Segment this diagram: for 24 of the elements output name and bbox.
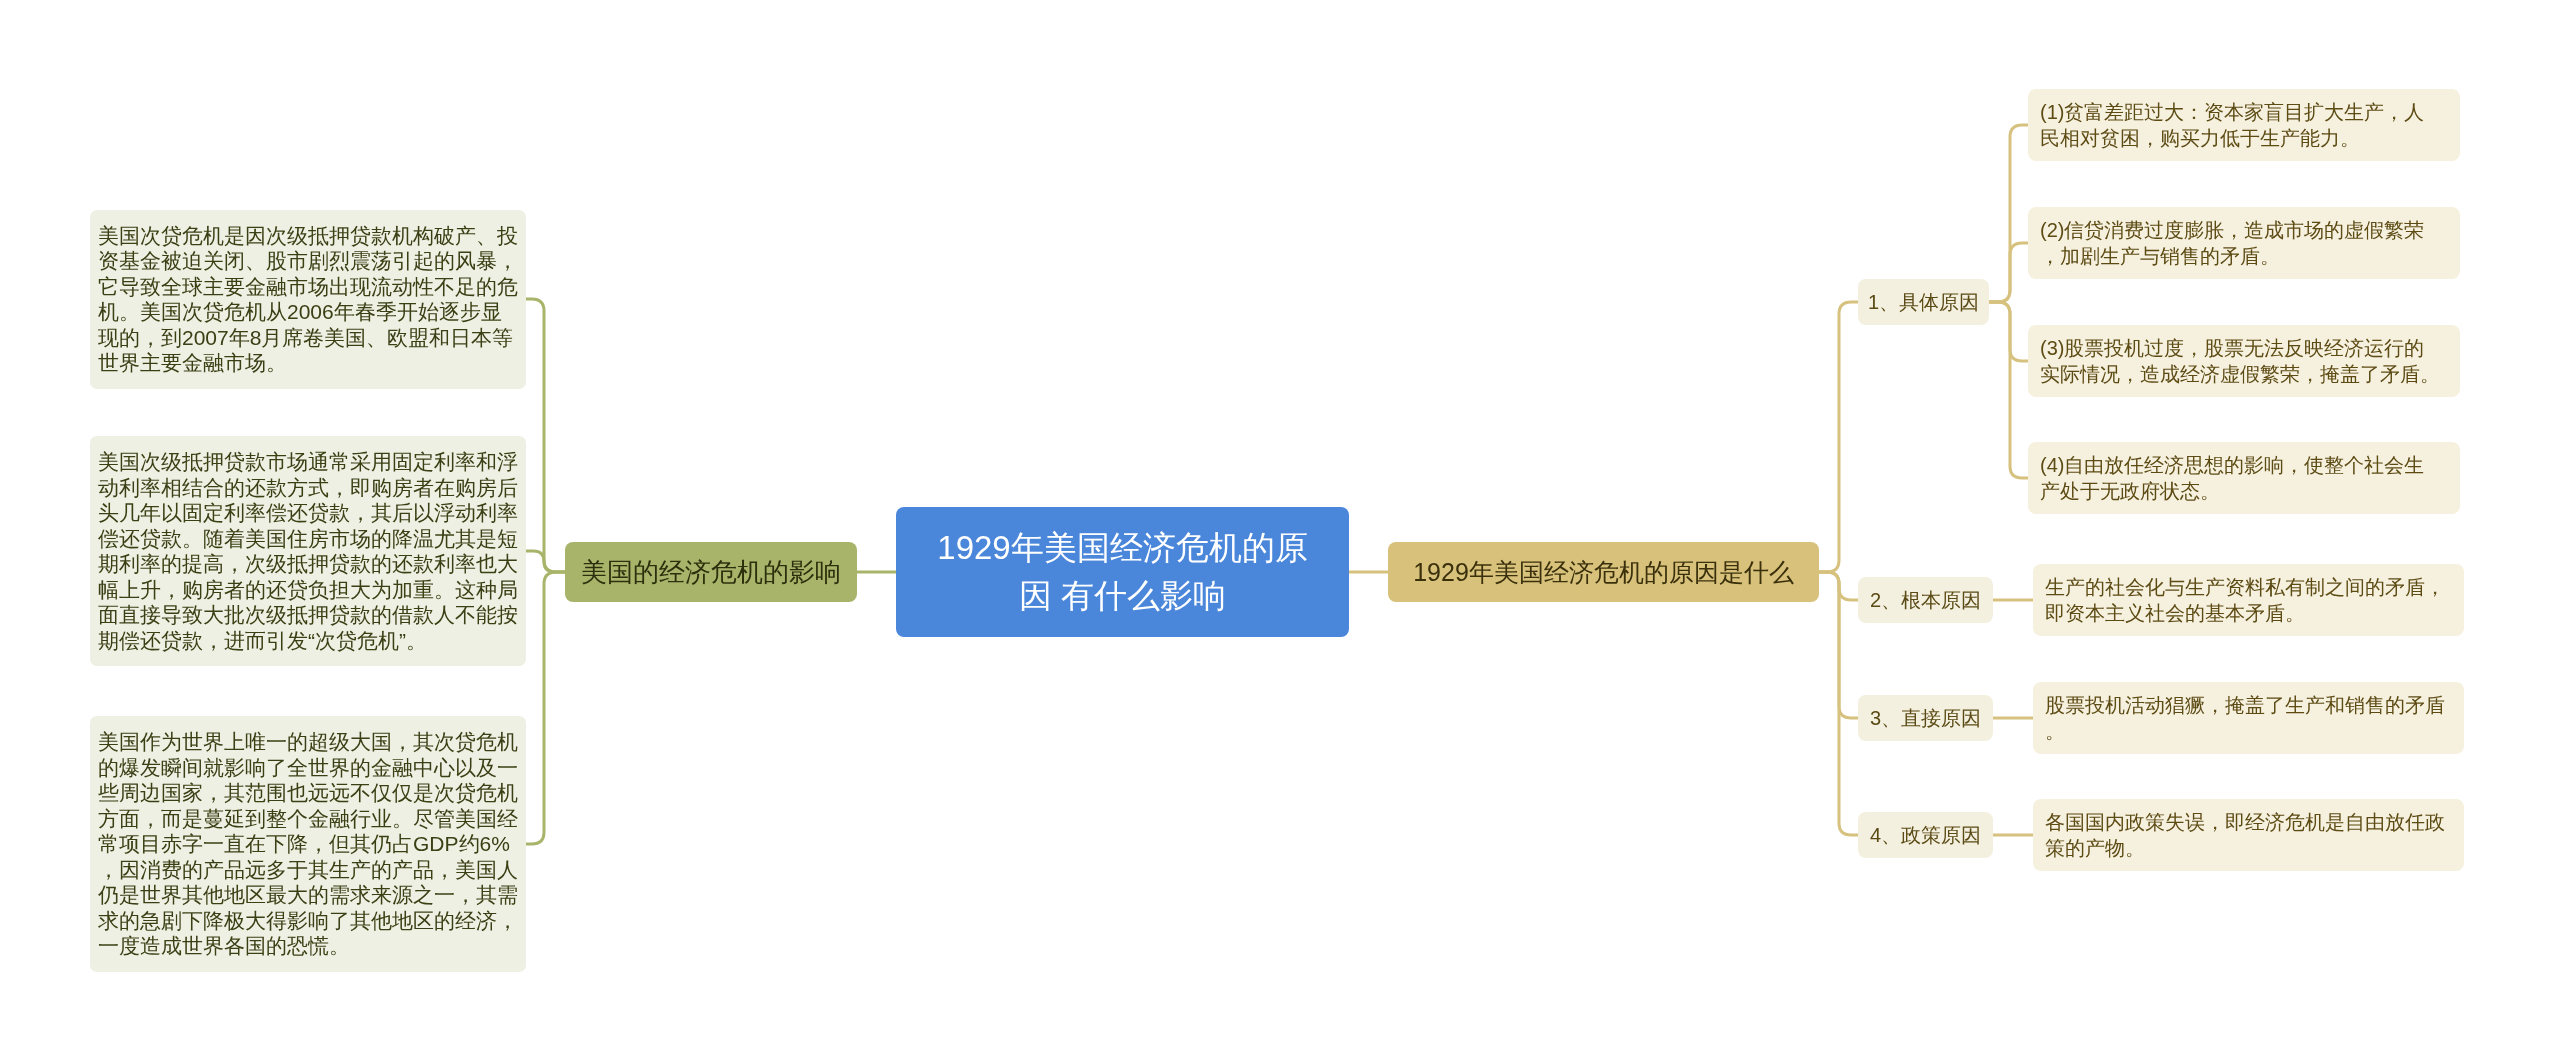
topic-box: 1929年美国经济危机的原因 有什么影响	[896, 507, 1349, 637]
branch-box: 1929年美国经济危机的原因是什么	[1388, 542, 1819, 602]
connector-line	[1989, 300, 2028, 480]
subtopic-box: 1、具体原因	[1858, 279, 1989, 325]
note-box: 美国作为世界上唯一的超级大国，其次贷危机的爆发瞬间就影响了全世界的金融中心以及一些周边国家，其范围也远远不仅仅是次贷危机方面，而是蔓延到整个金融行业。尽管美国经常项目赤字一直在下降，但其仍占GDP约6%，因消费的产品远多于其生产的产品，美国人仍是世界其他地区最大的需求来源之一，其需求的急剧下降极大得影响了其他地区的经济，一度造成世界各国的恐慌。	[90, 716, 526, 972]
subtopic-box: 3、直接原因	[1858, 695, 1993, 741]
note-box: (1)贫富差距过大：资本家盲目扩大生产，人民相对贫困，购买力低于生产能力。	[2028, 89, 2460, 161]
connector-line	[1993, 598, 2033, 602]
connector-line	[857, 570, 896, 574]
branch-box: 美国的经济危机的影响	[565, 542, 857, 602]
note-box: (4)自由放任经济思想的影响，使整个社会生产处于无政府状态。	[2028, 442, 2460, 514]
note-box: 股票投机活动猖獗，掩盖了生产和销售的矛盾。	[2033, 682, 2464, 754]
note-box: 各国国内政策失误，即经济危机是自由放任政策的产物。	[2033, 799, 2464, 871]
note-box: 美国次级抵押贷款市场通常采用固定利率和浮动利率相结合的还款方式，即购房者在购房后头几年以固定利率偿还贷款，其后以浮动利率偿还贷款。随着美国住房市场的降温尤其是短期利率的提高，次级抵押贷款的还款利率也大幅上升，购房者的还贷负担大为加重。这种局面直接导致大批次级抵押贷款的借款人不能按期偿还贷款，进而引发“次贷危机”。	[90, 436, 526, 666]
subtopic-box: 4、政策原因	[1858, 812, 1993, 858]
connector-line	[1993, 833, 2033, 837]
connector-line	[1819, 570, 1858, 837]
note-box: (2)信贷消费过度膨胀，造成市场的虚假繁荣，加剧生产与销售的矛盾。	[2028, 207, 2460, 279]
connector-line	[1993, 716, 2033, 720]
note-box: 美国次贷危机是因次级抵押贷款机构破产、投资基金被迫关闭、股市剧烈震荡引起的风暴，它导致全球主要金融市场出现流动性不足的危机。美国次贷危机从2006年春季开始逐步显现的，到2007年8月席卷美国、欧盟和日本等世界主要金融市场。	[90, 209, 526, 389]
subtopic-box: 2、根本原因	[1858, 577, 1993, 623]
note-box: 生产的社会化与生产资料私有制之间的矛盾，即资本主义社会的基本矛盾。	[2033, 564, 2464, 636]
connector-line	[1349, 570, 1388, 574]
note-box: (3)股票投机过度，股票无法反映经济运行的实际情况，造成经济虚假繁荣，掩盖了矛盾。	[2028, 325, 2460, 397]
